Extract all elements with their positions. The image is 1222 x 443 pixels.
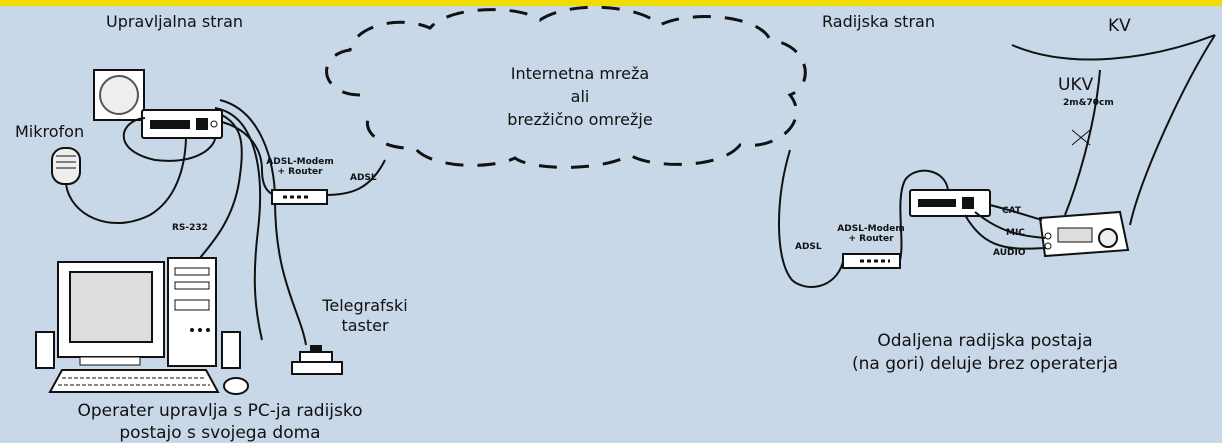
pc-tower-icon — [167, 257, 217, 367]
antenna-icon — [1011, 34, 1216, 226]
radio-modem-icon — [842, 253, 901, 269]
control-caption-line2: postajo s svojega doma — [119, 423, 321, 443]
cloud-label-line1: Internetna mreža — [510, 64, 650, 83]
top-accent-bar — [0, 0, 1222, 6]
speaker-icon — [93, 69, 145, 121]
telegraph-key-label: Telegrafski taster — [300, 296, 430, 336]
internet-cloud-icon — [325, 5, 807, 169]
rs232-label: RS-232 — [172, 223, 208, 233]
radio-caption-line1: Odaljena radijska postaja — [877, 331, 1093, 351]
cloud-label: Internetna mreža ali brezžično omrežje — [455, 62, 705, 131]
radio-interface-box-icon — [909, 189, 991, 217]
monitor-icon — [57, 261, 165, 366]
telegraph-key-label-line2: taster — [341, 316, 389, 335]
control-interface-box-icon — [141, 109, 223, 139]
transceiver-icon — [1038, 210, 1130, 258]
radio-modem-label: ADSL-Modem + Router — [835, 224, 907, 244]
band-label: 2m&70cm — [1063, 98, 1114, 108]
control-modem-label-line2: + Router — [277, 167, 323, 177]
audio-label: AUDIO — [993, 248, 1026, 258]
cloud-label-line2: ali — [570, 87, 590, 106]
microphone-icon — [51, 147, 81, 185]
mic-label: MIC — [1006, 228, 1025, 238]
radio-cables — [778, 149, 1047, 288]
control-modem-label: ADSL-Modem + Router — [264, 157, 336, 177]
keyboard-icon — [48, 369, 220, 393]
microphone-label: Mikrofon — [15, 122, 85, 141]
radio-side-title: Radijska stran — [822, 12, 935, 31]
control-modem-icon — [271, 189, 328, 205]
left-pc-speaker-icon — [35, 331, 55, 369]
radio-adsl-label: ADSL — [795, 242, 822, 252]
radio-side-caption: Odaljena radijska postaja (na gori) delu… — [805, 330, 1165, 376]
telegraph-key-icon — [291, 345, 343, 375]
cloud-label-line3: brezžično omrežje — [507, 110, 653, 129]
mouse-icon — [223, 377, 249, 395]
kv-label: KV — [1108, 16, 1131, 36]
radio-modem-label-line1: ADSL-Modem — [837, 224, 905, 234]
control-side-title: Upravljalna stran — [106, 12, 244, 31]
radio-modem-label-line2: + Router — [848, 234, 894, 244]
control-adsl-label: ADSL — [350, 173, 377, 183]
right-pc-speaker-icon — [221, 331, 241, 369]
telegraph-key-label-line1: Telegrafski — [322, 296, 408, 315]
radio-caption-line2: (na gori) deluje brez operaterja — [851, 354, 1118, 374]
control-modem-label-line1: ADSL-Modem — [266, 157, 334, 167]
control-caption-line1: Operater upravlja s PC-ja radijsko — [77, 401, 363, 421]
cat-label: CAT — [1002, 206, 1022, 216]
control-side-caption: Operater upravlja s PC-ja radijsko posta… — [10, 400, 430, 443]
ukv-label: UKV — [1058, 75, 1094, 95]
